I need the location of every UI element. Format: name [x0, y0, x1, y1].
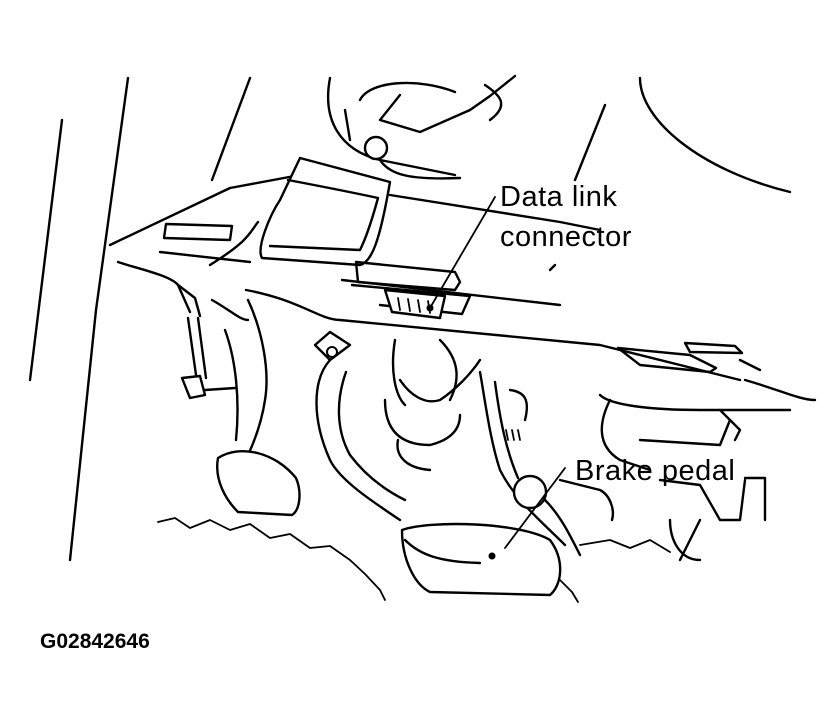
- steering-knob: [363, 135, 389, 161]
- label-data-link-line2: connector: [500, 221, 632, 253]
- brake-pedal-pad: [400, 522, 562, 597]
- column-bracket: [313, 330, 407, 522]
- figure-id: G02842646: [40, 630, 150, 653]
- dash-slots: [162, 222, 744, 374]
- leader-lines: [429, 196, 566, 549]
- label-data-link-line1: Data link: [500, 181, 617, 213]
- left-pillar-lines: [28, 76, 252, 562]
- connector-housing: [350, 260, 472, 320]
- left-pedal: [216, 298, 301, 517]
- floor-carpet: [157, 517, 671, 603]
- upper-dash-panel: [326, 74, 792, 194]
- right-structure: [600, 398, 767, 562]
- lower-dash-edge: [108, 173, 817, 412]
- label-brake-pedal: Brake pedal: [575, 455, 735, 487]
- data-link-leader: [429, 196, 496, 309]
- brake-arm-assembly: [478, 370, 614, 557]
- left-bracket: [116, 260, 250, 400]
- knee-cover-panel: [259, 156, 392, 267]
- steering-column: [383, 338, 482, 472]
- brake-pedal-leader: [504, 467, 566, 549]
